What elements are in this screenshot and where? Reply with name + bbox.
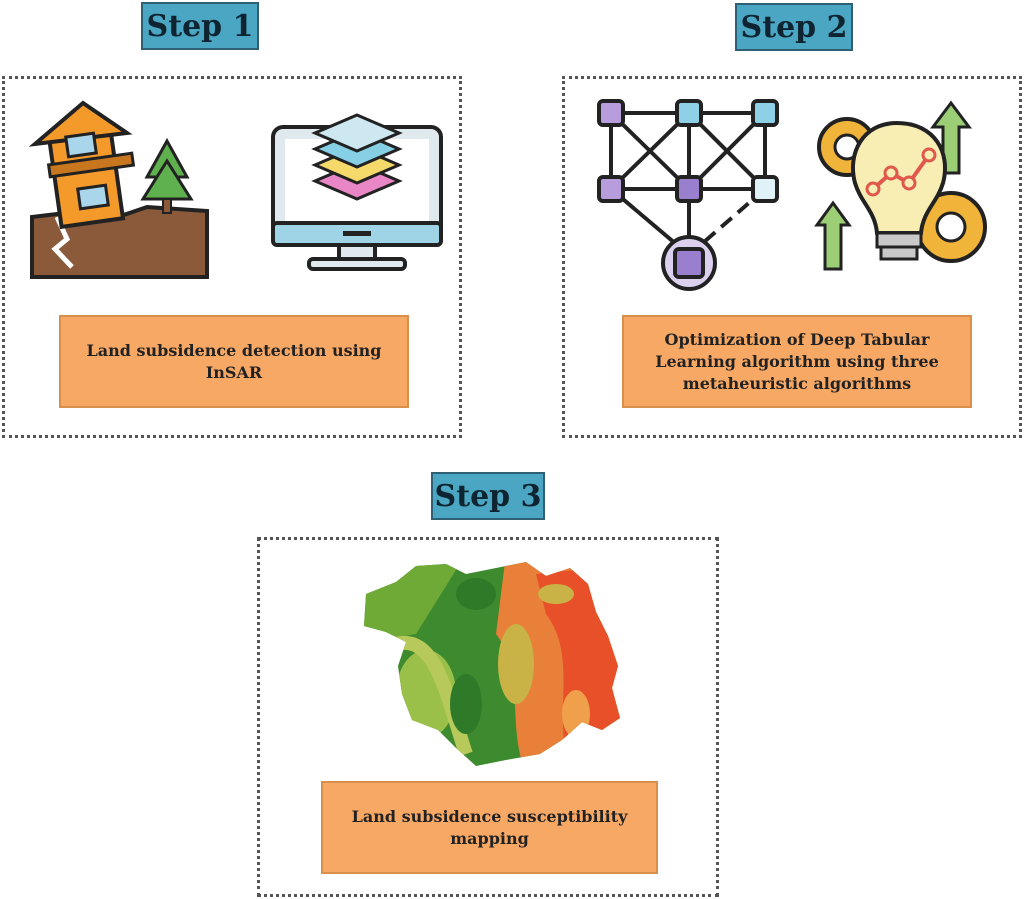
damaged-house-icon bbox=[28, 100, 209, 279]
step-3-label: Step 3 bbox=[431, 472, 545, 520]
step-3-caption: Land subsidence susceptibility mapping bbox=[321, 781, 658, 874]
step-3-panel: Land subsidence susceptibility mapping bbox=[257, 537, 719, 897]
lightbulb-gears-icon bbox=[814, 100, 987, 271]
step-1-panel: Land subsidence detection using InSAR bbox=[2, 76, 462, 438]
step-1-label: Step 1 bbox=[141, 2, 259, 50]
step-1-caption: Land subsidence detection using InSAR bbox=[59, 315, 409, 408]
data-layers-monitor-icon bbox=[271, 113, 443, 271]
neural-network-icon bbox=[597, 99, 779, 291]
step-2-caption: Optimization of Deep Tabular Learning al… bbox=[622, 315, 972, 408]
susceptibility-map-icon bbox=[364, 562, 620, 766]
step-2-panel: Optimization of Deep Tabular Learning al… bbox=[562, 76, 1022, 438]
step-2-label: Step 2 bbox=[735, 3, 853, 51]
